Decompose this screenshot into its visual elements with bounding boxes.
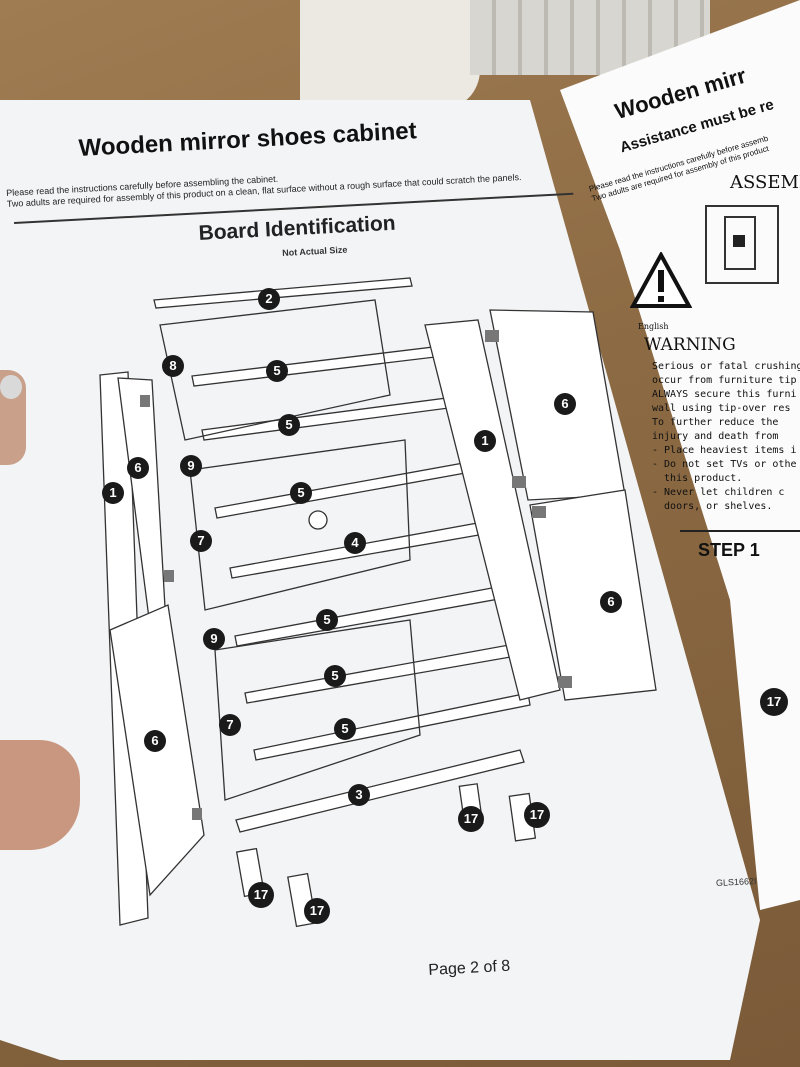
thumb xyxy=(0,740,80,850)
shelf xyxy=(214,459,483,519)
part-badge: 5 xyxy=(334,718,356,740)
part-badge: 7 xyxy=(190,530,212,552)
top-board xyxy=(153,277,413,309)
part-badge: 8 xyxy=(162,355,184,377)
step-part-badge: 17 xyxy=(760,688,788,716)
part-badge: 9 xyxy=(203,628,225,650)
hinge xyxy=(140,395,150,407)
part-badge: 6 xyxy=(600,591,622,613)
shelf xyxy=(201,395,465,441)
part-badge: 4 xyxy=(344,532,366,554)
side-panel-right xyxy=(424,319,561,701)
bottom-board xyxy=(235,749,525,833)
hinge xyxy=(558,676,572,688)
door-lower-right xyxy=(529,489,657,701)
part-badge: 9 xyxy=(180,455,202,477)
part-badge: 2 xyxy=(258,288,280,310)
back-panel-lower xyxy=(214,619,421,801)
part-badge: 6 xyxy=(554,393,576,415)
warning-heading: WARNING xyxy=(644,335,736,355)
part-badge: 17 xyxy=(304,898,330,924)
step-divider xyxy=(680,530,800,532)
part-badge: 1 xyxy=(474,430,496,452)
model-code: GLS1662I xyxy=(715,875,757,889)
hinge xyxy=(485,330,499,342)
part-badge: 5 xyxy=(278,414,300,436)
part-badge: 5 xyxy=(290,482,312,504)
back-panel-upper xyxy=(159,299,391,441)
hinge xyxy=(532,506,546,518)
part-badge: 17 xyxy=(524,802,550,828)
part-badge: 17 xyxy=(458,806,484,832)
shelf xyxy=(191,344,453,387)
warning-body: Serious or fatal crushing occur from fur… xyxy=(652,361,800,512)
english-label: English xyxy=(638,322,669,331)
part-badge: 17 xyxy=(248,882,274,908)
hinge xyxy=(164,570,174,582)
part-badge: 6 xyxy=(127,457,149,479)
ring xyxy=(0,375,22,399)
white-fabric xyxy=(300,0,480,110)
back-panel-middle xyxy=(189,439,411,611)
part-badge: 3 xyxy=(348,784,370,806)
assembly-heading: ASSEMI xyxy=(730,172,800,193)
part-badge: 7 xyxy=(219,714,241,736)
door-lock-icon xyxy=(705,205,779,284)
hinge xyxy=(512,476,526,488)
hinge xyxy=(192,808,202,820)
warning-triangle-icon xyxy=(630,252,692,308)
shelf xyxy=(244,642,523,704)
part-badge: 1 xyxy=(102,482,124,504)
step-label: STEP 1 xyxy=(698,540,760,560)
part-badge: 5 xyxy=(266,360,288,382)
part-badge: 5 xyxy=(324,665,346,687)
shelf xyxy=(234,584,511,647)
part-badge: 5 xyxy=(316,609,338,631)
part-badge: 6 xyxy=(144,730,166,752)
shelf xyxy=(253,692,531,761)
cable-hole xyxy=(308,510,328,530)
